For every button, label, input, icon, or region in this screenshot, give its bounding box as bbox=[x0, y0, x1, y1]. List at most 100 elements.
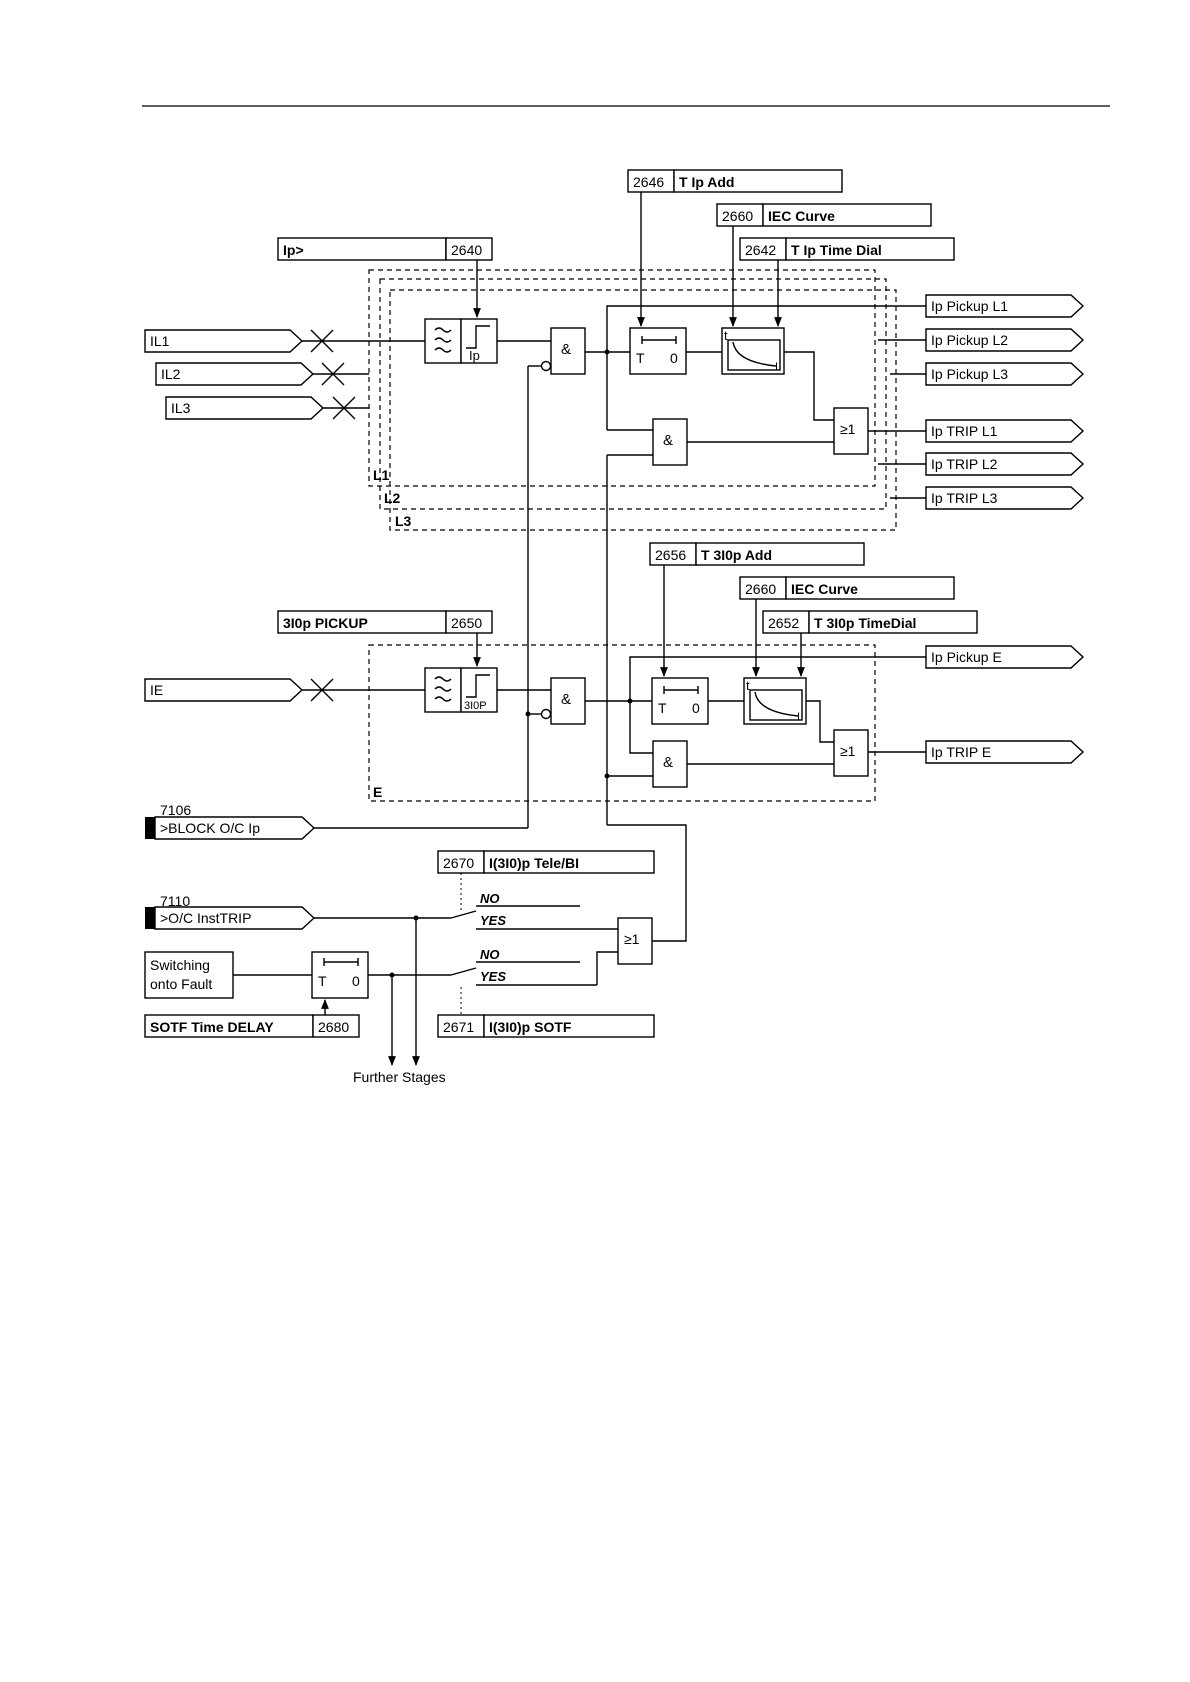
svg-text:7106: 7106 bbox=[160, 802, 191, 818]
switch-tele-bi: NO YES bbox=[476, 891, 618, 930]
svg-text:Ip Pickup L1: Ip Pickup L1 bbox=[931, 298, 1008, 314]
phase-frame-l3 bbox=[389, 289, 897, 531]
phase-label-e: E bbox=[373, 784, 382, 800]
input-il3: IL3 bbox=[165, 396, 369, 420]
svg-text:3I0P: 3I0P bbox=[464, 700, 487, 712]
param-t-3i0p-time-dial: 2652 T 3I0p TimeDial bbox=[762, 610, 978, 634]
and-gate-earth: & bbox=[550, 677, 586, 725]
svg-text:2670: 2670 bbox=[443, 855, 474, 871]
svg-text:2660: 2660 bbox=[722, 208, 753, 224]
svg-text:0: 0 bbox=[352, 973, 360, 989]
svg-text:T 3I0p TimeDial: T 3I0p TimeDial bbox=[814, 615, 916, 631]
svg-text:Switching: Switching bbox=[150, 957, 210, 973]
svg-text:NO: NO bbox=[480, 947, 500, 962]
output-pickup-l2: Ip Pickup L2 bbox=[925, 328, 1085, 352]
svg-text:Ip TRIP L3: Ip TRIP L3 bbox=[931, 490, 998, 506]
svg-text:2640: 2640 bbox=[451, 242, 482, 258]
svg-text:7110: 7110 bbox=[160, 893, 190, 909]
svg-text:IL1: IL1 bbox=[150, 333, 170, 349]
phase-label-l2: L2 bbox=[384, 490, 401, 506]
inverse-curve-earth: t I bbox=[743, 677, 807, 725]
svg-text:t: t bbox=[746, 678, 750, 693]
svg-text:I: I bbox=[775, 361, 778, 373]
svg-text:Ip TRIP L1: Ip TRIP L1 bbox=[931, 423, 998, 439]
and-gate-phase-2: & bbox=[652, 418, 688, 466]
param-t-3i0p-add: 2656 T 3I0p Add bbox=[649, 542, 865, 566]
output-trip-l3: Ip TRIP L3 bbox=[925, 486, 1085, 510]
svg-text:&: & bbox=[663, 754, 673, 771]
svg-text:SOTF Time DELAY: SOTF Time DELAY bbox=[150, 1019, 274, 1035]
svg-text:>BLOCK O/C Ip: >BLOCK O/C Ip bbox=[160, 820, 260, 836]
svg-text:&: & bbox=[561, 691, 571, 708]
svg-text:T Ip Time Dial: T Ip Time Dial bbox=[791, 242, 882, 258]
svg-text:T Ip Add: T Ip Add bbox=[679, 174, 734, 190]
svg-text:I: I bbox=[797, 711, 800, 723]
binary-input-block: 7106 >BLOCK O/C Ip bbox=[145, 802, 316, 840]
further-stages-label: Further Stages bbox=[353, 1069, 446, 1085]
param-sotf-delay: SOTF Time DELAY 2680 bbox=[144, 1014, 360, 1038]
svg-text:YES: YES bbox=[480, 969, 506, 984]
svg-text:2642: 2642 bbox=[745, 242, 776, 258]
svg-text:2671: 2671 bbox=[443, 1019, 474, 1035]
svg-text:NO: NO bbox=[480, 891, 500, 906]
timer-t-3i0p-add: T 0 bbox=[651, 677, 709, 725]
svg-text:I(3I0)p Tele/BI: I(3I0)p Tele/BI bbox=[489, 855, 579, 871]
param-ip-pickup: Ip> 2640 bbox=[277, 237, 493, 261]
svg-text:IL3: IL3 bbox=[171, 400, 191, 416]
svg-text:2646: 2646 bbox=[633, 174, 664, 190]
svg-text:2650: 2650 bbox=[451, 615, 482, 631]
svg-text:IEC Curve: IEC Curve bbox=[768, 208, 835, 224]
svg-text:Ip TRIP L2: Ip TRIP L2 bbox=[931, 456, 998, 472]
output-trip-l1: Ip TRIP L1 bbox=[925, 419, 1085, 443]
inverse-curve-phase: t I bbox=[721, 327, 785, 375]
param-3i0p-pickup: 3I0p PICKUP 2650 bbox=[277, 610, 493, 634]
svg-text:≥1: ≥1 bbox=[624, 931, 640, 947]
svg-text:Ip: Ip bbox=[469, 348, 480, 363]
phase-frame-e bbox=[368, 644, 876, 802]
filter-threshold-3i0p: 3I0P bbox=[424, 667, 498, 713]
phase-label-l3: L3 bbox=[395, 513, 412, 529]
and-gate-earth-2: & bbox=[652, 740, 688, 788]
svg-text:T: T bbox=[318, 973, 327, 989]
svg-text:>O/C InstTRIP: >O/C InstTRIP bbox=[160, 910, 251, 926]
svg-text:YES: YES bbox=[480, 913, 506, 928]
svg-text:T 3I0p Add: T 3I0p Add bbox=[701, 547, 772, 563]
phase-frame-l1 bbox=[368, 269, 876, 487]
output-trip-l2: Ip TRIP L2 bbox=[925, 452, 1085, 476]
svg-text:T: T bbox=[658, 700, 667, 716]
output-pickup-l1: Ip Pickup L1 bbox=[925, 294, 1085, 318]
timer-sotf: T 0 bbox=[311, 951, 369, 999]
svg-text:Ip TRIP E: Ip TRIP E bbox=[931, 744, 991, 760]
phase-frame-l2 bbox=[379, 278, 887, 510]
output-pickup-l3: Ip Pickup L3 bbox=[925, 362, 1085, 386]
svg-text:IE: IE bbox=[150, 682, 163, 698]
filter-threshold-ip: Ip bbox=[424, 318, 498, 364]
svg-text:Ip Pickup E: Ip Pickup E bbox=[931, 649, 1002, 665]
svg-text:IEC Curve: IEC Curve bbox=[791, 581, 858, 597]
svg-text:≥1: ≥1 bbox=[840, 421, 856, 437]
param-t-ip-time-dial: 2642 T Ip Time Dial bbox=[739, 237, 955, 261]
svg-text:I(3I0)p SOTF: I(3I0)p SOTF bbox=[489, 1019, 572, 1035]
param-sotf: 2671 I(3I0)p SOTF bbox=[437, 1014, 655, 1038]
svg-text:&: & bbox=[663, 432, 673, 449]
input-ie: IE bbox=[144, 678, 425, 702]
and-gate-phase: & bbox=[550, 327, 586, 375]
svg-text:0: 0 bbox=[692, 700, 700, 716]
sotf-input: Switching onto Fault bbox=[144, 951, 234, 999]
param-tele-bi: 2670 I(3I0)p Tele/BI bbox=[437, 850, 655, 874]
svg-text:3I0p PICKUP: 3I0p PICKUP bbox=[283, 615, 368, 631]
svg-text:2680: 2680 bbox=[318, 1019, 349, 1035]
svg-text:2656: 2656 bbox=[655, 547, 686, 563]
svg-text:2660: 2660 bbox=[745, 581, 776, 597]
svg-text:IL2: IL2 bbox=[161, 366, 181, 382]
or-gate-sotf: ≥1 bbox=[617, 917, 653, 965]
svg-text:Ip>: Ip> bbox=[283, 242, 304, 258]
svg-text:0: 0 bbox=[670, 350, 678, 366]
svg-text:onto Fault: onto Fault bbox=[150, 976, 212, 992]
switch-sotf: NO YES bbox=[476, 947, 597, 986]
input-il2: IL2 bbox=[155, 362, 369, 386]
param-t-ip-add: 2646 T Ip Add bbox=[627, 169, 843, 193]
svg-text:≥1: ≥1 bbox=[840, 743, 856, 759]
svg-text:t: t bbox=[724, 328, 728, 343]
